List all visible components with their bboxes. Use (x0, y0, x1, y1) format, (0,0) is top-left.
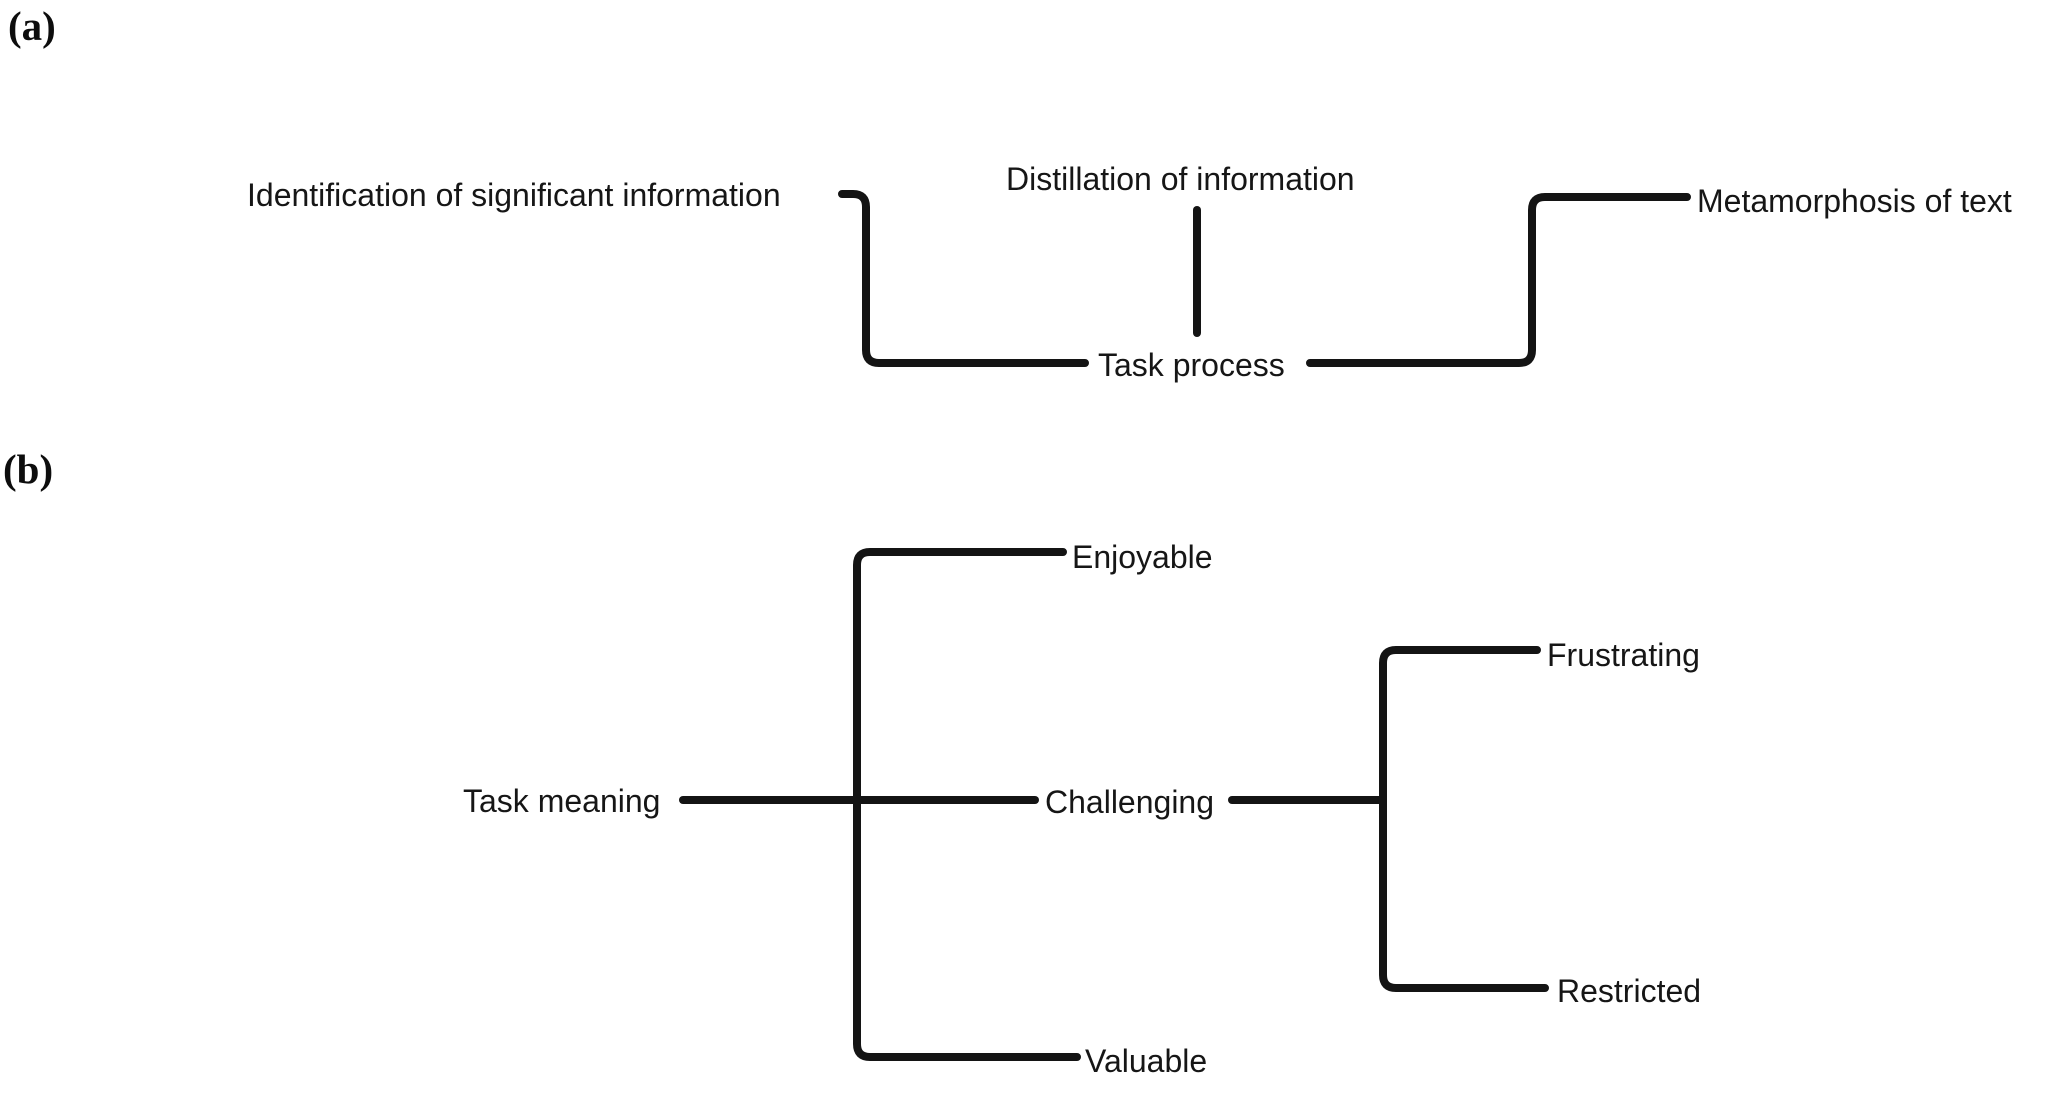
panel-a-label: (a) (8, 3, 56, 49)
panel-b-label: (b) (3, 446, 54, 492)
node-enjoyable: Enjoyable (1072, 539, 1213, 575)
connector-enjoyable-spine-valuable (853, 548, 1081, 1061)
node-metamorphosis: Metamorphosis of text (1697, 183, 2012, 219)
connector-identification-to-task-process (838, 190, 1089, 367)
node-task-meaning: Task meaning (463, 783, 661, 819)
connector-frustrating-spine-restricted (1379, 646, 1549, 992)
node-challenging: Challenging (1045, 784, 1215, 820)
node-valuable: Valuable (1085, 1043, 1208, 1079)
node-distillation: Distillation of information (1006, 161, 1355, 197)
connector-task-process-to-metamorphosis (1306, 193, 1691, 367)
node-identification: Identification of significant informatio… (247, 177, 781, 213)
node-frustrating: Frustrating (1547, 637, 1700, 673)
node-restricted: Restricted (1557, 973, 1702, 1009)
node-task-process: Task process (1098, 347, 1285, 383)
